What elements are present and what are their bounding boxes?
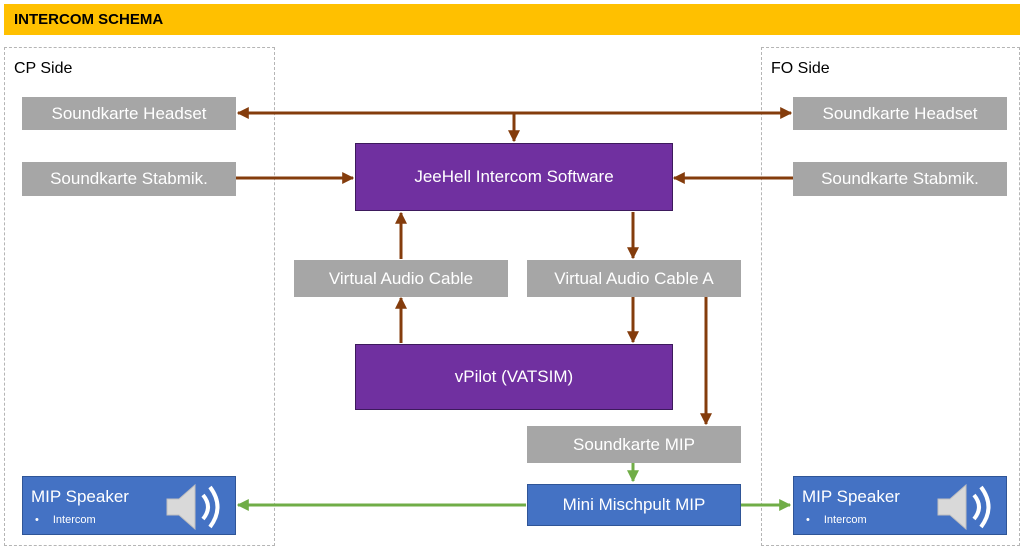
fo-side-panel [761, 47, 1020, 546]
intercom-software-box: JeeHell Intercom Software [355, 143, 673, 211]
cp-side-label: CP Side [14, 60, 73, 77]
vpilot-box: vPilot (VATSIM) [355, 344, 673, 410]
header-bar: INTERCOM SCHEMA [4, 4, 1020, 35]
diagram-title: INTERCOM SCHEMA [14, 11, 164, 28]
cp-soundcard-stabmik: Soundkarte Stabmik. [22, 162, 236, 196]
fo-soundcard-headset: Soundkarte Headset [793, 97, 1007, 130]
soundcard-mip-box: Soundkarte MIP [527, 426, 741, 463]
cp-side-panel [4, 47, 275, 546]
speaker-icon [937, 483, 991, 531]
cp-mip-speaker: MIP Speaker •Intercom [22, 476, 236, 535]
fo-speaker-title: MIP Speaker [802, 487, 900, 506]
virtual-audio-cable-a-box: Virtual Audio Cable A [527, 260, 741, 297]
cp-soundcard-headset: Soundkarte Headset [22, 97, 236, 130]
cp-speaker-title: MIP Speaker [31, 487, 129, 506]
fo-soundcard-stabmik: Soundkarte Stabmik. [793, 162, 1007, 196]
speaker-icon [166, 483, 220, 531]
fo-side-label: FO Side [771, 60, 830, 77]
cp-speaker-item: •Intercom [35, 514, 96, 526]
fo-mip-speaker: MIP Speaker •Intercom [793, 476, 1007, 535]
mini-mischpult-box: Mini Mischpult MIP [527, 484, 741, 526]
fo-speaker-item: •Intercom [806, 514, 867, 526]
virtual-audio-cable-box: Virtual Audio Cable [294, 260, 508, 297]
